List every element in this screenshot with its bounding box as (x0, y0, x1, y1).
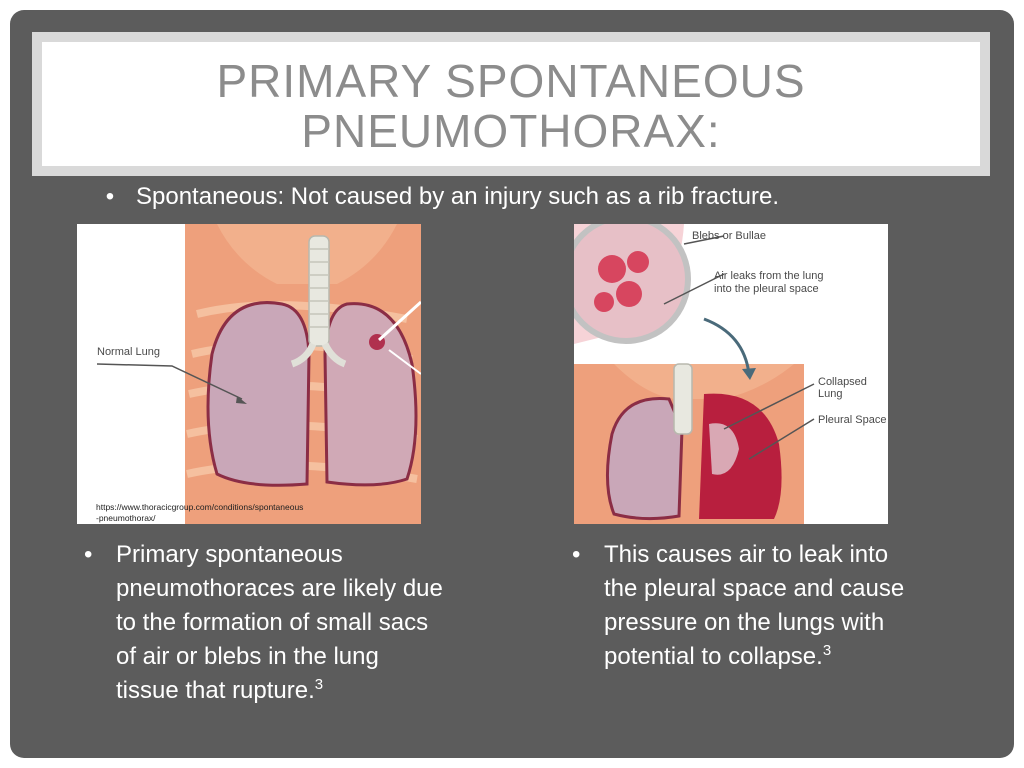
left-bullet: • Primary spontaneous pneumothoraces are… (84, 538, 444, 708)
left-bullet-text: Primary spontaneous pneumothoraces are l… (116, 538, 444, 708)
top-bullet-text: Spontaneous: Not caused by an injury suc… (136, 183, 780, 210)
bullet-symbol: • (572, 541, 581, 568)
slide-title: PRIMARY SPONTANEOUS PNEUMOTHORAX: (216, 55, 806, 157)
bullet-symbol: • (84, 541, 93, 568)
right-bullet: • This causes air to leak into the pleur… (572, 538, 912, 674)
air-leak-label: Air leaks from the lung into the pleural… (714, 270, 824, 295)
pleural-space-label: Pleural Space (818, 414, 887, 426)
blebs-label: Blebs or Bullae (692, 230, 766, 242)
title-frame: PRIMARY SPONTANEOUS PNEUMOTHORAX: (32, 32, 990, 176)
left-bullet-body: Primary spontaneous pneumothoraces are l… (116, 541, 443, 704)
citation-superscript: 3 (314, 676, 324, 693)
collapsed-lung-figure: Blebs or Bullae Air leaks from the lung … (574, 224, 888, 524)
title-box: PRIMARY SPONTANEOUS PNEUMOTHORAX: (42, 42, 980, 166)
bullet-symbol: • (105, 183, 115, 210)
normal-lung-label: Normal Lung (97, 346, 160, 358)
right-bullet-body: This causes air to leak into the pleural… (604, 541, 905, 670)
citation-superscript: 3 (822, 642, 832, 659)
top-bullet: • Spontaneous: Not caused by an injury s… (100, 183, 779, 211)
normal-lung-figure: Normal Lung (77, 224, 421, 524)
chest-illustration-normal (96, 224, 421, 524)
right-bullet-text: This causes air to leak into the pleural… (604, 538, 912, 674)
chest-illustration-collapsed (574, 224, 815, 524)
collapsed-lung-label: Collapsed Lung (818, 376, 867, 400)
image-source-url: https://www.thoracicgroup.com/conditions… (96, 502, 304, 523)
